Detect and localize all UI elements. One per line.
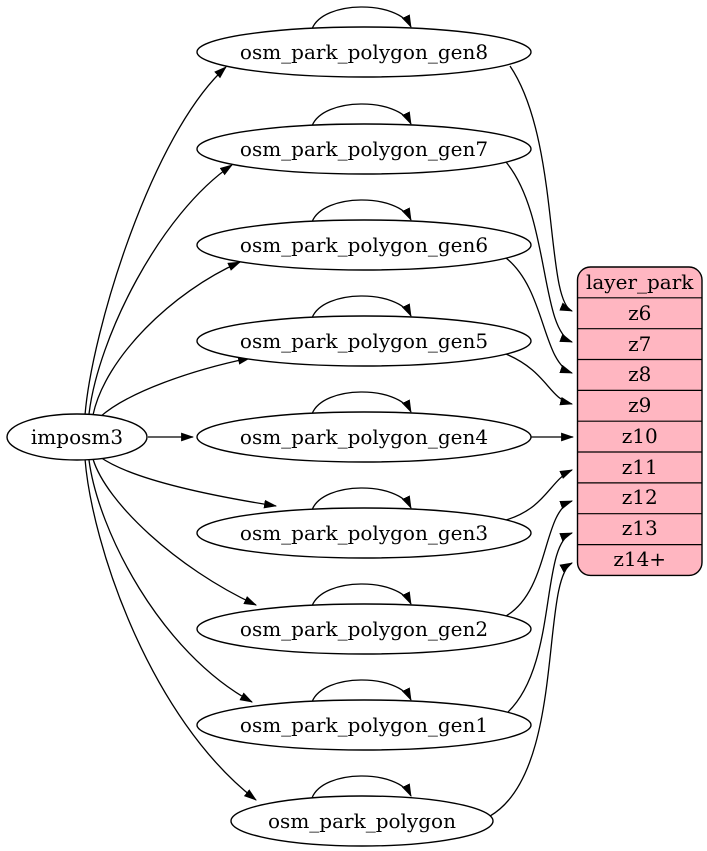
imposm3-ellipse: [6, 413, 148, 461]
selfloop-gen2: [311, 583, 412, 607]
selfloop-gen1: [311, 679, 412, 703]
edge-gen5-to-z9: [505, 353, 574, 406]
node-osm_park_polygon: osm_park_polygon: [230, 795, 494, 847]
edge-imposm3-to-base: [84, 458, 257, 801]
layer-park-title: layer_park: [586, 270, 694, 294]
gen2-ellipse: [196, 603, 532, 655]
selfloop-gen5: [311, 295, 412, 319]
edge-gen6-to-z8: [505, 257, 574, 374]
gen6-label: osm_park_polygon_gen6: [240, 233, 488, 257]
base-label: osm_park_polygon: [268, 809, 456, 833]
selfloop-gen3: [311, 487, 412, 511]
row-z8: z8: [628, 362, 651, 386]
edge-gen7-to-z7: [505, 161, 574, 343]
node-osm_park_polygon_gen3: osm_park_polygon_gen3: [196, 507, 532, 559]
row-z9: z9: [628, 393, 651, 417]
selfloop-gen8: [311, 6, 412, 30]
gen8-ellipse: [196, 26, 532, 78]
gen3-ellipse: [196, 507, 532, 559]
edge-imposm3-to-gen5: [99, 356, 252, 418]
edge-gen2-to-z12: [505, 500, 574, 617]
gen5-ellipse: [196, 315, 532, 367]
edge-imposm3-to-gen6: [92, 261, 241, 416]
base-ellipse: [230, 795, 494, 847]
row-z12: z12: [622, 485, 658, 509]
row-z11: z11: [622, 455, 658, 479]
gen5-label: osm_park_polygon_gen5: [240, 329, 488, 353]
gen2-label: osm_park_polygon_gen2: [240, 617, 488, 641]
row-z6: z6: [628, 301, 651, 325]
row-z14plus: z14+: [613, 547, 666, 571]
gen4-label: osm_park_polygon_gen4: [240, 425, 488, 449]
edge-imposm3-to-gen8: [84, 66, 227, 416]
node-osm_park_polygon_gen7: osm_park_polygon_gen7: [196, 123, 532, 175]
selfloop-gen7: [311, 103, 412, 127]
edge-gen8-to-z6: [509, 65, 574, 312]
edge-gen3-to-z11: [505, 469, 573, 521]
node-osm_park_polygon_gen5: osm_park_polygon_gen5: [196, 315, 532, 367]
gen1-label: osm_park_polygon_gen1: [240, 713, 488, 737]
gen3-label: osm_park_polygon_gen3: [240, 521, 488, 545]
node-osm_park_polygon_gen8: osm_park_polygon_gen8: [196, 26, 532, 78]
imposm3-label: imposm3: [31, 425, 123, 449]
node-osm_park_polygon_gen6: osm_park_polygon_gen6: [196, 219, 532, 271]
node-osm_park_polygon_gen2: osm_park_polygon_gen2: [196, 603, 532, 655]
node-imposm3: imposm3: [6, 413, 148, 461]
layer-park-table: layer_park z6 z7 z8 z9 z10 z11 z12 z13 z…: [576, 266, 703, 577]
selfloop-gen4: [311, 391, 412, 415]
gen7-ellipse: [196, 123, 532, 175]
edge-base-to-z14plus: [489, 562, 573, 817]
gen4-ellipse: [196, 411, 532, 463]
node-osm_park_polygon_gen1: osm_park_polygon_gen1: [196, 699, 532, 751]
gen1-ellipse: [196, 699, 532, 751]
edge-gen1-to-z13: [507, 532, 574, 713]
edge-imposm3-to-gen3: [99, 456, 278, 509]
gen6-ellipse: [196, 219, 532, 271]
node-osm_park_polygon_gen4: osm_park_polygon_gen4: [196, 411, 532, 463]
edge-imposm3-to-gen2: [92, 458, 257, 606]
selfloop-gen6: [311, 199, 412, 223]
selfloop-base: [311, 775, 412, 799]
row-z10: z10: [622, 424, 658, 448]
edge-imposm3-to-gen7: [88, 164, 233, 415]
edge-imposm3-to-gen1: [88, 459, 253, 703]
gen8-label: osm_park_polygon_gen8: [240, 40, 488, 64]
row-z7: z7: [628, 332, 651, 356]
gen7-label: osm_park_polygon_gen7: [240, 137, 488, 161]
row-z13: z13: [622, 516, 658, 540]
